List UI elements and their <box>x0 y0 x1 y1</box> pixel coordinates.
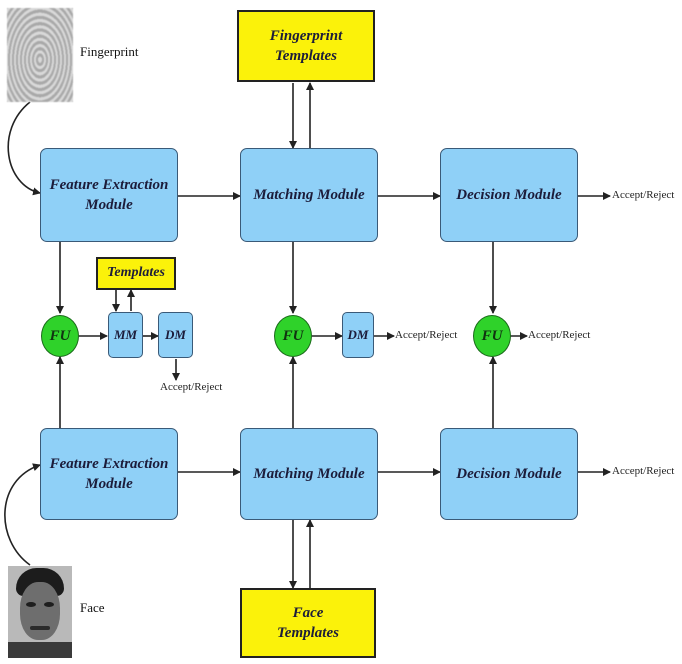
fu-decision-level: FU <box>473 315 511 357</box>
templates-small-label: Templates <box>107 265 165 281</box>
fingerprint-templates-line1: Fingerprint <box>269 27 343 44</box>
dm-module-left: DM <box>158 312 193 358</box>
fingerprint-label: Fingerprint <box>80 44 139 59</box>
matching-module-bottom: Matching Module <box>240 428 378 520</box>
templates-small: Templates <box>96 257 176 290</box>
decision-module-bottom-label: Decision Module <box>456 465 562 482</box>
accept-reject-decision-level: Accept/Reject <box>528 329 591 341</box>
face-image <box>8 566 72 658</box>
fu-match-level: FU <box>274 315 312 357</box>
face-templates-line2: Templates <box>277 625 339 641</box>
decision-module-bottom: Decision Module <box>440 428 578 520</box>
face-input-arrow <box>4 463 41 566</box>
accept-reject-bottom: Accept/Reject <box>612 465 675 477</box>
fu-feature-level: FU <box>41 315 79 357</box>
feature-extraction-module-top: Feature Extraction Module <box>40 148 178 242</box>
feature-extraction-bottom-line2: Module <box>85 476 133 492</box>
dm-left-label: DM <box>165 327 186 343</box>
fingerprint-templates-line2: Templates <box>275 48 337 64</box>
matching-module-top: Matching Module <box>240 148 378 242</box>
matching-module-top-label: Matching Module <box>253 186 365 203</box>
fingerprint-templates: Fingerprint Templates <box>237 10 375 82</box>
accept-reject-top: Accept/Reject <box>612 189 675 201</box>
dm-middle-label: DM <box>347 327 369 343</box>
face-templates: Face Templates <box>240 588 376 658</box>
fingerprint-image <box>7 8 73 102</box>
mm-label: MM <box>113 327 138 343</box>
matching-module-bottom-label: Matching Module <box>253 465 365 482</box>
feature-extraction-bottom-line1: Feature Extraction <box>49 455 169 472</box>
feature-extraction-module-bottom: Feature Extraction Module <box>40 428 178 520</box>
feature-extraction-top-line1: Feature Extraction <box>49 176 169 193</box>
decision-module-top: Decision Module <box>440 148 578 242</box>
mm-module: MM <box>108 312 143 358</box>
face-label: Face <box>80 600 105 615</box>
dm-module-middle: DM <box>342 312 374 358</box>
decision-module-top-label: Decision Module <box>456 186 562 203</box>
fingerprint-input-arrow <box>7 101 41 196</box>
accept-reject-feature-level: Accept/Reject <box>160 381 223 393</box>
feature-extraction-top-line2: Module <box>85 197 133 213</box>
face-templates-line1: Face <box>292 604 324 621</box>
accept-reject-match-level: Accept/Reject <box>395 329 458 341</box>
